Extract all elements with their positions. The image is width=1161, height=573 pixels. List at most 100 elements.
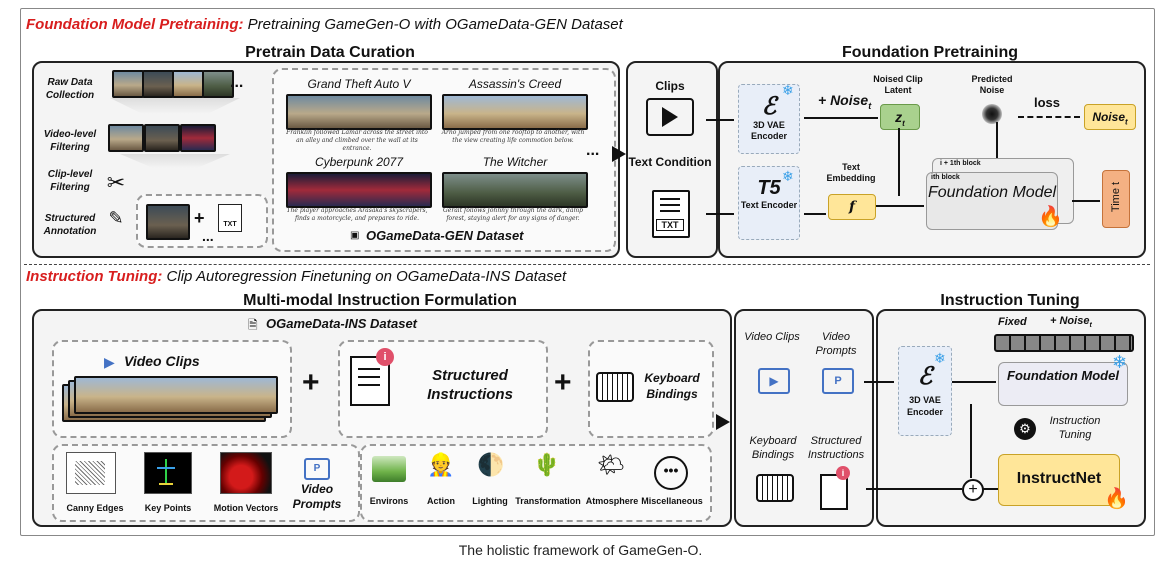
ogamedata-ins-label: OGameData-INS Dataset — [266, 316, 417, 331]
t5-encoder-symbol: T5 — [757, 177, 781, 199]
action-label: Action — [427, 496, 455, 506]
tuning-foundation-model-box: Foundation Model — [998, 362, 1128, 406]
tuning-vae-label: 3D VAE Encoder — [906, 395, 943, 417]
plus-sign-2: + — [554, 366, 572, 399]
t5-encoder-box: T5 Text Encoder — [738, 166, 800, 240]
time-label: Time t — [1110, 181, 1122, 213]
vae-encoder-box: ℰ 3D VAE Encoder — [738, 84, 800, 154]
gear-icon: ⚙ — [1014, 418, 1036, 440]
instruction-categories-box — [360, 444, 712, 522]
video-clips-filmstrip — [62, 376, 278, 424]
miscellaneous-icon: ••• — [654, 456, 688, 490]
noise-addition-sub: t — [868, 100, 872, 111]
game-caption-witcher: Geralt follows Johnny through the dark, … — [443, 207, 583, 222]
tuning-vae-symbol: ℰ — [917, 361, 933, 390]
multimodal-title: Multi-modal Instruction Formulation — [243, 292, 517, 309]
latent-token-strip — [994, 334, 1134, 352]
motion-vectors-thumb — [220, 452, 272, 494]
scissors-icon: ✂ — [106, 170, 126, 195]
video-prompts-label: Video Prompts — [292, 482, 342, 511]
input-keyboard-bindings-label: Keyboard Bindings — [749, 435, 797, 461]
time-to-model-arrow — [1072, 200, 1100, 202]
lighting-icon: 🌓 — [477, 452, 505, 477]
transformation-label: Transformation — [515, 496, 581, 506]
step-video-level-filtering: Video-level Filtering — [43, 129, 97, 153]
vae-to-foundation-arrow — [952, 381, 996, 383]
key-points-label: Key Points — [144, 503, 192, 513]
vae-encoder-symbol: ℰ — [761, 91, 777, 120]
video-clips-icon: ▶ — [104, 354, 115, 370]
latent-sub: t — [902, 118, 905, 128]
add-operator-icon: + — [962, 479, 984, 501]
instructnet-label: InstructNet — [1016, 470, 1102, 487]
ogamedata-gen-label: OGameData-GEN Dataset — [366, 228, 524, 243]
vae-encoder-label: 3D VAE Encoder — [750, 120, 787, 141]
game-frame-witcher — [442, 172, 588, 208]
clips-label: Clips — [655, 79, 685, 93]
loss-label: loss — [1034, 95, 1061, 110]
noise-addition-label: + Noiset — [818, 92, 871, 111]
clips-icon: ▣ — [350, 230, 360, 241]
time-embedding-box: Time t — [1102, 170, 1130, 228]
input-video-prompts-label: Video Prompts — [815, 331, 857, 357]
target-noise-box: Noiset — [1084, 104, 1136, 130]
filter-funnel-1 — [110, 98, 240, 114]
tuning-noise-sub: t — [1089, 322, 1092, 330]
inputs-to-vae-arrow — [864, 381, 894, 383]
predicted-noise-blob — [982, 104, 1002, 124]
txt-file-icon: TXT — [218, 204, 242, 232]
atmosphere-label: Atmosphere — [585, 496, 639, 506]
instructions-to-add-arrow — [866, 488, 962, 490]
input-instruction-doc-icon: i — [820, 466, 850, 510]
lighting-label: Lighting — [472, 496, 508, 506]
instruction-tuning-heading: Instruction Tuning: Clip Autoregression … — [26, 268, 566, 285]
f-to-model-arrow — [876, 205, 924, 207]
keyboard-bindings-label: Keyboard Bindings — [644, 371, 700, 401]
video-clips-label: Video Clips — [124, 353, 200, 369]
step-structured-annotation: Structured Annotation — [43, 213, 97, 237]
annotation-preview-box: + TXT ... — [136, 194, 268, 248]
step-raw-data-collection: Raw Data Collection — [45, 77, 95, 101]
foundation-model-box: ith block Foundation Model — [926, 172, 1058, 230]
noised-latent-box: zt — [880, 104, 920, 130]
frozen-snowflake-icon: ❄ — [782, 82, 794, 98]
text-to-t5-arrow — [706, 213, 734, 215]
environs-icon — [372, 456, 406, 482]
gallery-ellipsis: ... — [586, 142, 600, 159]
tuning-noise-label: + Noiset — [1050, 315, 1092, 329]
block-i1-label: i + 1th block — [940, 160, 981, 167]
text-embedding-box: f — [828, 194, 876, 220]
game-caption-gta: Franklin followed Lamar across the stree… — [286, 129, 428, 152]
instruction-heading-text: Clip Autoregression Finetuning on OGameD… — [162, 268, 567, 285]
block-i-label: ith block — [931, 174, 960, 181]
input-video-clips-icon: ▶ — [758, 368, 790, 394]
curation-to-clips-arrow — [612, 146, 626, 162]
key-points-thumb — [144, 452, 192, 494]
canny-edges-label: Canny Edges — [66, 503, 124, 513]
game-title-cyberpunk: Cyberpunk 2077 — [314, 155, 404, 169]
pretraining-heading-text: Pretraining GameGen-O with OGameData-GEN… — [243, 16, 623, 33]
dataset-doc-icon: 🗎 — [248, 318, 258, 332]
text-condition-label: Text Condition — [628, 155, 712, 169]
text-embedding-label: Text Embedding — [826, 162, 876, 183]
canny-edges-thumb — [66, 452, 116, 494]
annotation-ellipsis: ... — [202, 228, 214, 244]
game-frame-cyberpunk — [286, 172, 432, 208]
clips-to-vae-arrow — [706, 119, 734, 121]
section-divider — [24, 264, 1150, 265]
foundation-pretraining-title: Foundation Pretraining — [842, 44, 1018, 61]
frozen-snowflake-icon-t5: ❄ — [782, 168, 794, 184]
multimodal-to-inputs-arrow — [716, 414, 730, 430]
game-title-gta: Grand Theft Auto V — [307, 77, 411, 91]
video-filtered-filmstrip — [108, 122, 228, 152]
txt-file-label: TXT — [223, 221, 237, 228]
foundation-model-label: Foundation Model — [927, 184, 1057, 201]
figure-frame — [20, 8, 1155, 536]
noise-addition-text: + Noise — [818, 92, 869, 108]
transformation-icon: 🌵 — [533, 452, 561, 477]
target-noise-text: Noise — [1092, 110, 1125, 124]
atmosphere-icon: 🌤 — [597, 452, 625, 477]
predicted-noise-label: Predicted Noise — [971, 74, 1013, 95]
motion-vectors-label: Motion Vectors — [213, 503, 279, 513]
game-caption-assassins-creed: Arno jumped from one rooftop to another,… — [441, 129, 585, 144]
